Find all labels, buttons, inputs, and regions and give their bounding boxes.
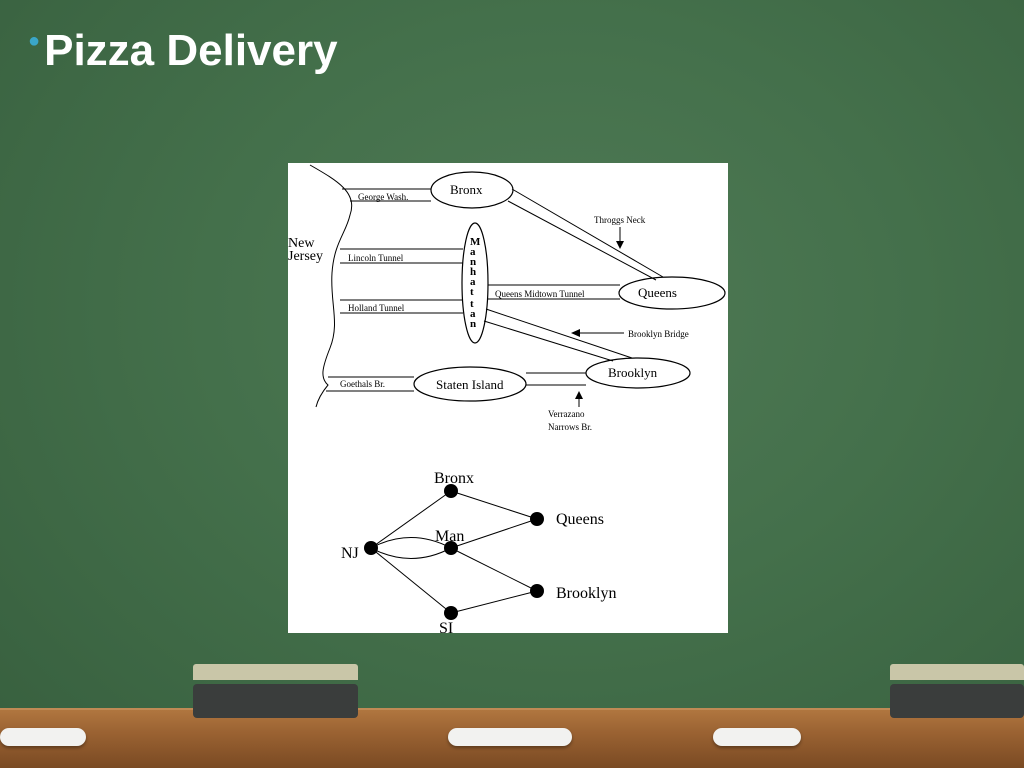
brooklyn-bridge-line2 xyxy=(483,320,614,362)
edge-nj-man-lower xyxy=(370,547,452,559)
node-man xyxy=(444,541,458,555)
node-si xyxy=(444,606,458,620)
throggs-neck-line2 xyxy=(507,200,657,281)
eraser-left xyxy=(193,664,358,718)
node-queens xyxy=(530,512,544,526)
graph-label-queens: Queens xyxy=(556,511,604,528)
staten-island-map-label: Staten Island xyxy=(436,377,504,392)
bronx-map-label: Bronx xyxy=(450,182,483,197)
new-jersey-label: New Jersey xyxy=(288,236,323,264)
node-nj xyxy=(364,541,378,555)
manhattan-ellipse xyxy=(461,222,489,344)
brooklyn-bridge-label: Brooklyn Bridge xyxy=(628,329,689,339)
throggs-neck-arrowhead xyxy=(616,241,624,249)
graph-label-nj: NJ xyxy=(341,545,359,562)
chalk-piece-2 xyxy=(448,728,572,746)
holland-tunnel-label: Holland Tunnel xyxy=(348,303,405,313)
verrazano-line1: Verrazano xyxy=(548,409,585,419)
staten-island-ellipse xyxy=(413,366,527,402)
eraser-right xyxy=(890,664,1024,718)
graph-label-si: SI xyxy=(439,620,453,633)
verrazano-arrowhead xyxy=(575,391,583,399)
edge-nj-bronx xyxy=(370,490,452,549)
graph-abstraction: Bronx Man Queens NJ Brooklyn SI xyxy=(341,470,616,633)
chalk-piece-3 xyxy=(713,728,801,746)
queens-ellipse xyxy=(618,276,726,310)
queens-midtown-label: Queens Midtown Tunnel xyxy=(495,289,585,299)
nj-line1: New xyxy=(288,236,315,251)
edge-man-queens xyxy=(450,518,538,549)
edge-man-brooklyn xyxy=(450,547,538,592)
brooklyn-bridge-line1 xyxy=(485,308,633,359)
graph-label-man: Man xyxy=(435,528,464,545)
graph-label-brooklyn: Brooklyn xyxy=(556,585,616,602)
brooklyn-bridge-arrowhead xyxy=(571,329,580,337)
node-brooklyn xyxy=(530,584,544,598)
chalk-piece-1 xyxy=(0,728,86,746)
throggs-neck-label: Throggs Neck xyxy=(594,215,646,225)
nj-line2: Jersey xyxy=(288,249,323,264)
verrazano-label: Verrazano Narrows Br. xyxy=(548,409,592,432)
nj-coastline xyxy=(309,164,353,408)
george-wash-label: George Wash. xyxy=(358,192,408,202)
lincoln-tunnel-label: Lincoln Tunnel xyxy=(348,253,404,263)
slide-title-container: ● Pizza Delivery xyxy=(28,26,338,76)
edge-nj-si xyxy=(370,547,452,614)
edge-nj-man-upper xyxy=(370,537,452,549)
queens-map-label: Queens xyxy=(638,285,677,300)
goethals-label: Goethals Br. xyxy=(340,379,385,389)
verrazano-line2: Narrows Br. xyxy=(548,422,592,432)
graph-label-bronx: Bronx xyxy=(434,470,474,487)
brooklyn-map-label: Brooklyn xyxy=(608,365,658,380)
edge-bronx-queens xyxy=(450,490,538,520)
edge-si-brooklyn xyxy=(450,590,538,614)
bullet-icon: ● xyxy=(28,29,41,52)
node-bronx xyxy=(444,484,458,498)
slide-title: Pizza Delivery xyxy=(44,26,338,75)
throggs-neck-line1 xyxy=(511,188,664,278)
